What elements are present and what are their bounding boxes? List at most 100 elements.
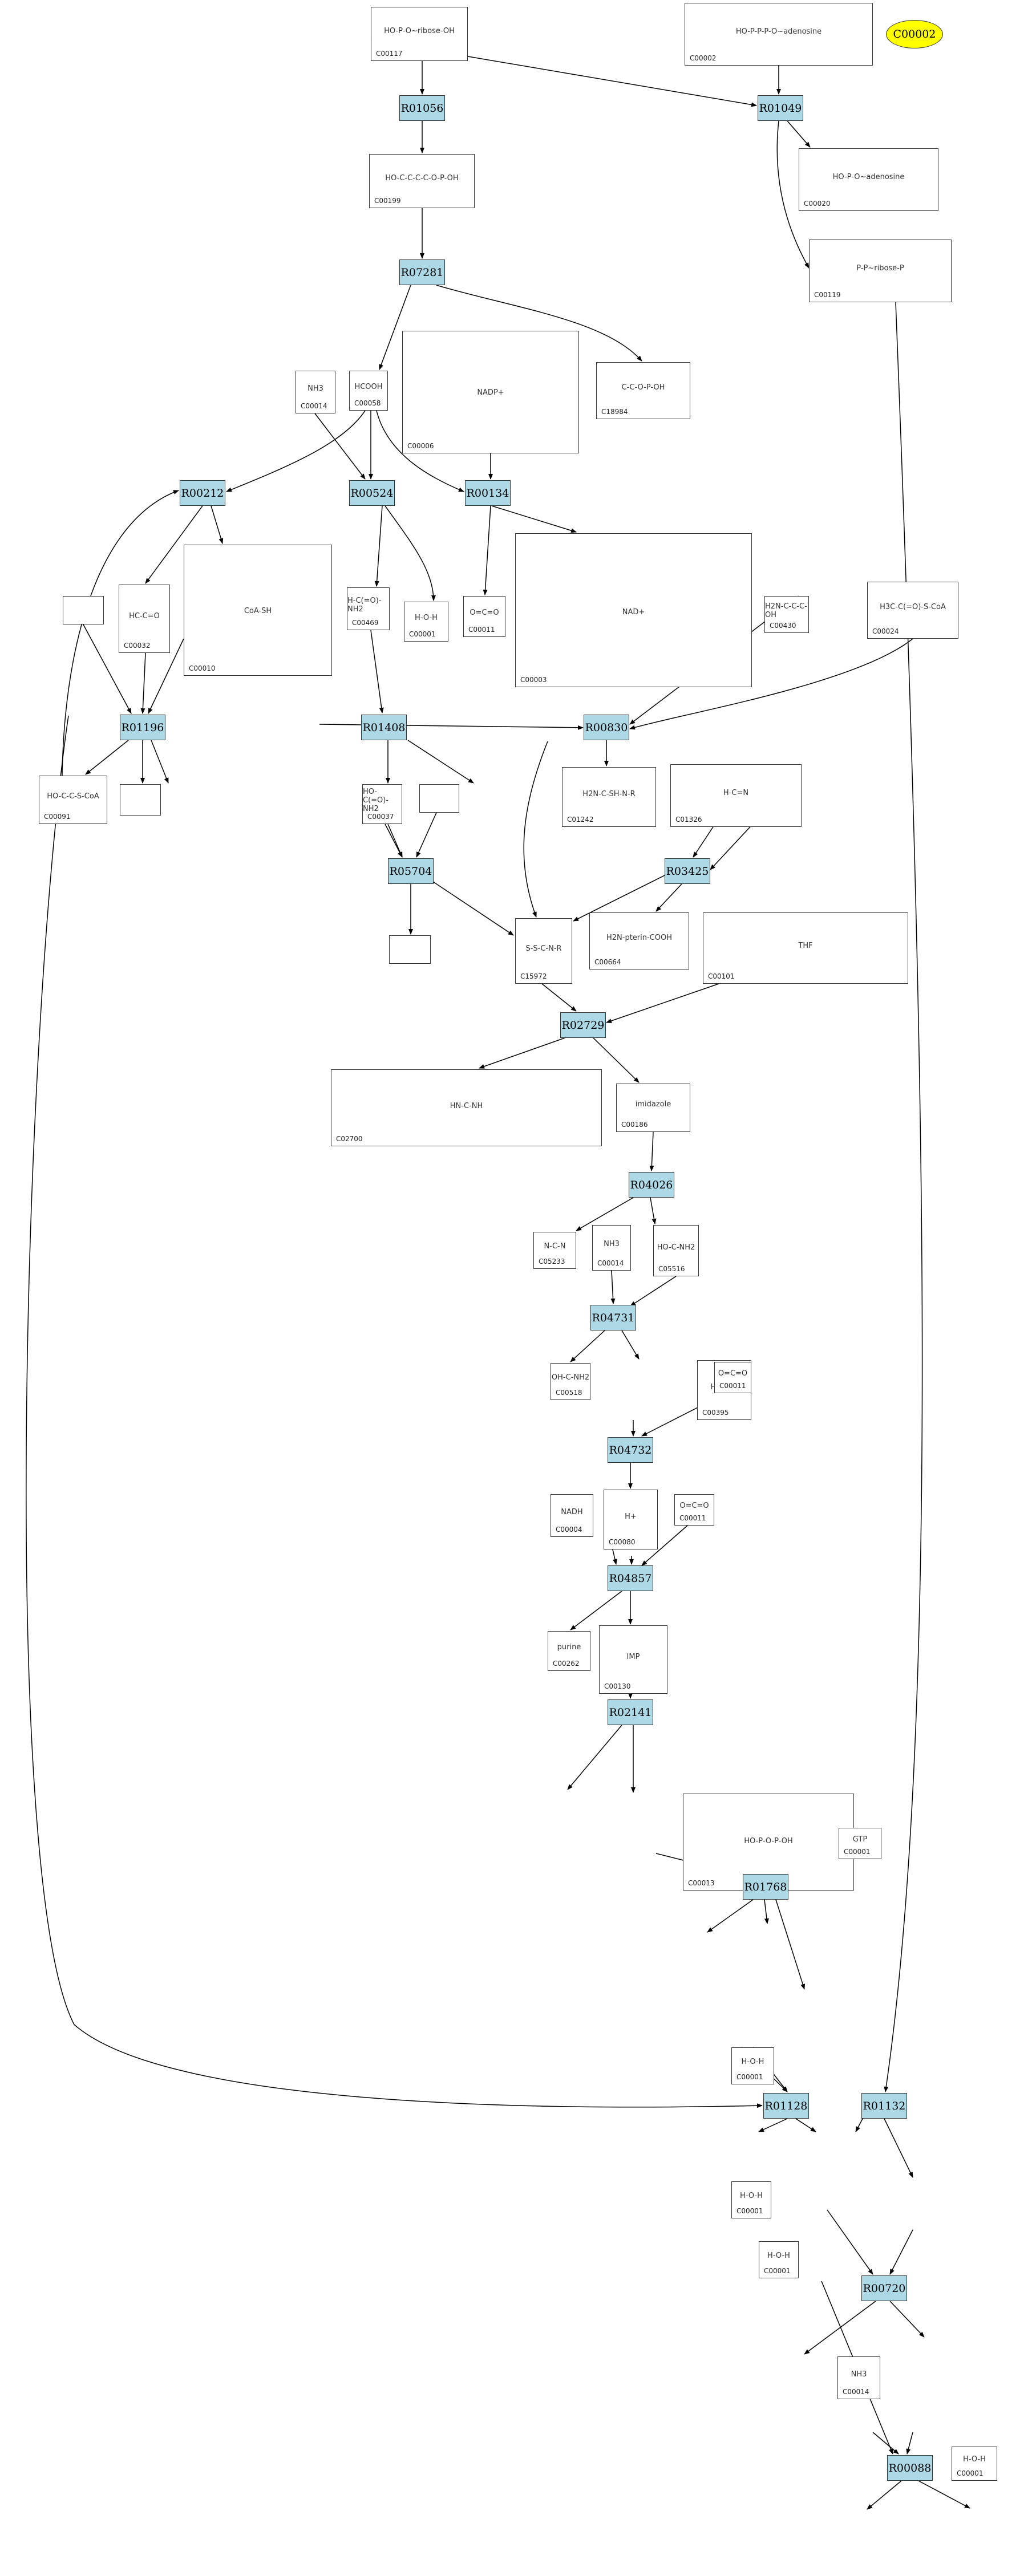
reaction-node-r04732[interactable]: R04732 [608,1437,653,1463]
empty-compound-node[interactable] [389,935,431,964]
compound-node-c00003[interactable]: NAD+ C00003 [515,533,752,687]
reaction-edge-arrow [884,302,923,2092]
empty-compound-node[interactable] [63,596,104,624]
reaction-node-r00524[interactable]: R00524 [349,480,395,506]
molecule-structure-text: P-P~ribose-P [856,263,904,273]
highlighted-compound-node[interactable]: C00002 [886,20,943,48]
molecule-structure-text: H2N-C-SH-N-R [582,790,636,799]
empty-compound-node[interactable] [120,784,161,816]
reaction-node-r05704[interactable]: R05704 [388,858,434,884]
molecule-structure-text: imidazole [635,1100,671,1109]
molecule-structure-text: H+ [625,1512,637,1522]
reaction-node-r01196[interactable]: R01196 [120,715,165,740]
reaction-edge-arrow [593,1037,640,1083]
reaction-node-r01408[interactable]: R01408 [361,715,407,740]
compound-node-c00080[interactable]: H+C00080 [604,1490,658,1549]
compound-node-c00119[interactable]: P-P~ribose-P C00119 [809,240,952,302]
compound-id-label: C00430 [770,622,796,630]
reaction-node-r01128[interactable]: R01128 [763,2093,809,2119]
molecule-structure-text: NH3 [604,1240,620,1249]
reaction-node-r02141[interactable]: R02141 [608,1699,653,1725]
compound-id-label: C00130 [604,1682,631,1690]
compound-id-label: C00011 [719,1382,746,1390]
reaction-edge-arrow [787,120,811,148]
reaction-node-r00212[interactable]: R00212 [180,480,225,506]
reaction-edge-arrow [606,983,719,1023]
compound-id-label: C00014 [843,2388,869,2396]
compound-id-label: C00119 [814,291,841,299]
reaction-edge-arrow [693,826,714,858]
reaction-edge-arrow [385,823,403,858]
reaction-node-r00134[interactable]: R00134 [465,480,511,506]
reaction-node-r01049[interactable]: R01049 [758,95,803,121]
reaction-node-r01056[interactable]: R01056 [399,95,445,121]
reaction-node-r00088[interactable]: R00088 [887,2455,933,2481]
compound-id-label: C00014 [597,1259,624,1267]
reaction-edge-arrow [567,1725,622,1790]
compound-id-label: C00003 [520,676,547,684]
reaction-node-r01132[interactable]: R01132 [861,2093,907,2119]
reaction-node-r07281[interactable]: R07281 [399,259,445,285]
reaction-node-r01768[interactable]: R01768 [743,1874,788,1900]
molecule-structure-text: NH3 [307,384,323,393]
reaction-node-r04857[interactable]: R04857 [608,1565,653,1591]
compound-id-label: C00006 [407,442,434,450]
reaction-node-r04731[interactable]: R04731 [590,1305,636,1330]
reaction-node-r00720[interactable]: R00720 [861,2275,907,2301]
reaction-edge-arrow [889,2229,913,2275]
reaction-edge-arrow [374,505,383,587]
reaction-node-r04026[interactable]: R04026 [629,1172,674,1198]
molecule-structure-text: purine [557,1642,581,1652]
reaction-node-r02729[interactable]: R02729 [560,1012,606,1038]
compound-id-label: C00020 [804,200,831,208]
reaction-node-r00830[interactable]: R00830 [584,715,629,740]
compound-id-label: C00664 [594,958,621,966]
empty-compound-node[interactable] [419,784,459,813]
compound-node-c00006[interactable]: NADP+C00006 [402,331,579,453]
compound-id-label: C02700 [336,1135,363,1143]
reaction-node-r03425[interactable]: R03425 [665,858,710,884]
reaction-edge-arrow [641,1525,688,1566]
molecule-structure-text: NAD+ [622,607,645,616]
reaction-edge-arrow [385,505,436,601]
